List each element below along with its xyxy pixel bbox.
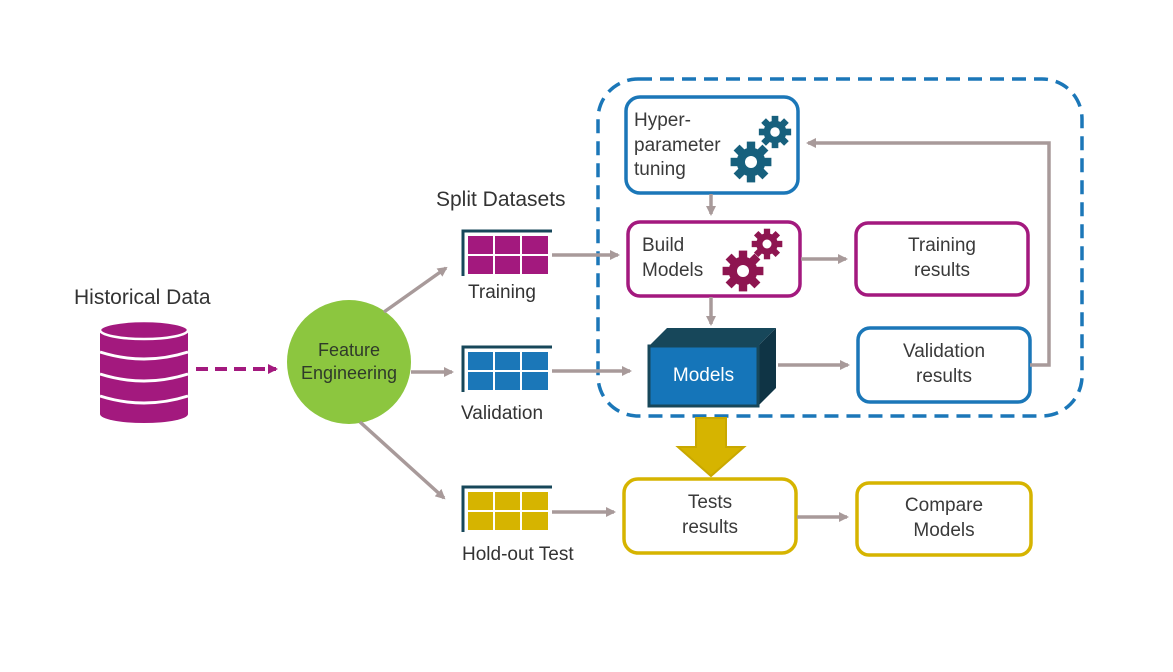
training-results-line1: Training xyxy=(908,235,976,257)
feature-engineering-line1: Feature xyxy=(317,339,381,360)
training-label: Training xyxy=(468,282,536,303)
tests-results-line2: results xyxy=(682,517,738,538)
validation-results-line1: Validation xyxy=(902,341,986,363)
feature-engineering-node xyxy=(287,300,411,424)
compare-models-label: Compare Models xyxy=(857,483,1031,555)
training-results-line2: results xyxy=(914,260,970,281)
validation-feedback-arrow xyxy=(806,138,1051,367)
compare-line2: Models xyxy=(913,520,975,541)
training-results-box xyxy=(854,221,1030,297)
hyperparameter-tuning-label: Hyper- parameter tuning xyxy=(634,104,744,188)
tests-results-label: Tests results xyxy=(624,479,796,553)
models-block xyxy=(647,328,776,408)
validation-table-icon xyxy=(461,345,552,392)
build-line1: Build xyxy=(642,235,685,257)
models-label: Models xyxy=(672,364,735,386)
feature-engineering-line2: Engineering xyxy=(300,363,398,383)
features-to-holdout-arrow xyxy=(358,420,446,500)
split-datasets-title: Split Datasets xyxy=(436,188,566,211)
validation-label: Validation xyxy=(461,403,544,424)
tuning-line1: Hyper- xyxy=(634,109,692,131)
compare-line1: Compare xyxy=(904,495,984,517)
training-results-label: Training results xyxy=(856,223,1028,295)
validation-results-line2: results xyxy=(916,366,972,387)
features-to-training-arrow xyxy=(382,266,448,314)
models-to-tests-arrow xyxy=(675,417,747,478)
training-table-icon xyxy=(461,229,552,276)
build-line2: Models xyxy=(642,260,704,281)
tuning-line2: parameter xyxy=(634,134,721,156)
compare-models-box xyxy=(855,481,1033,557)
tests-results-box xyxy=(622,477,798,555)
historical-data-label: Historical Data xyxy=(74,286,211,309)
holdout-test-label: Hold-out Test xyxy=(462,544,574,565)
holdout-table-icon xyxy=(461,485,552,532)
build-models-label: Build Models xyxy=(642,230,722,288)
tuning-line3: tuning xyxy=(634,159,686,181)
tests-results-line1: Tests xyxy=(687,492,733,514)
validation-results-label: Validation results xyxy=(858,328,1030,402)
database-icon xyxy=(98,319,190,423)
model-training-region xyxy=(596,77,1084,418)
feature-engineering-label: Feature Engineering xyxy=(287,330,411,394)
